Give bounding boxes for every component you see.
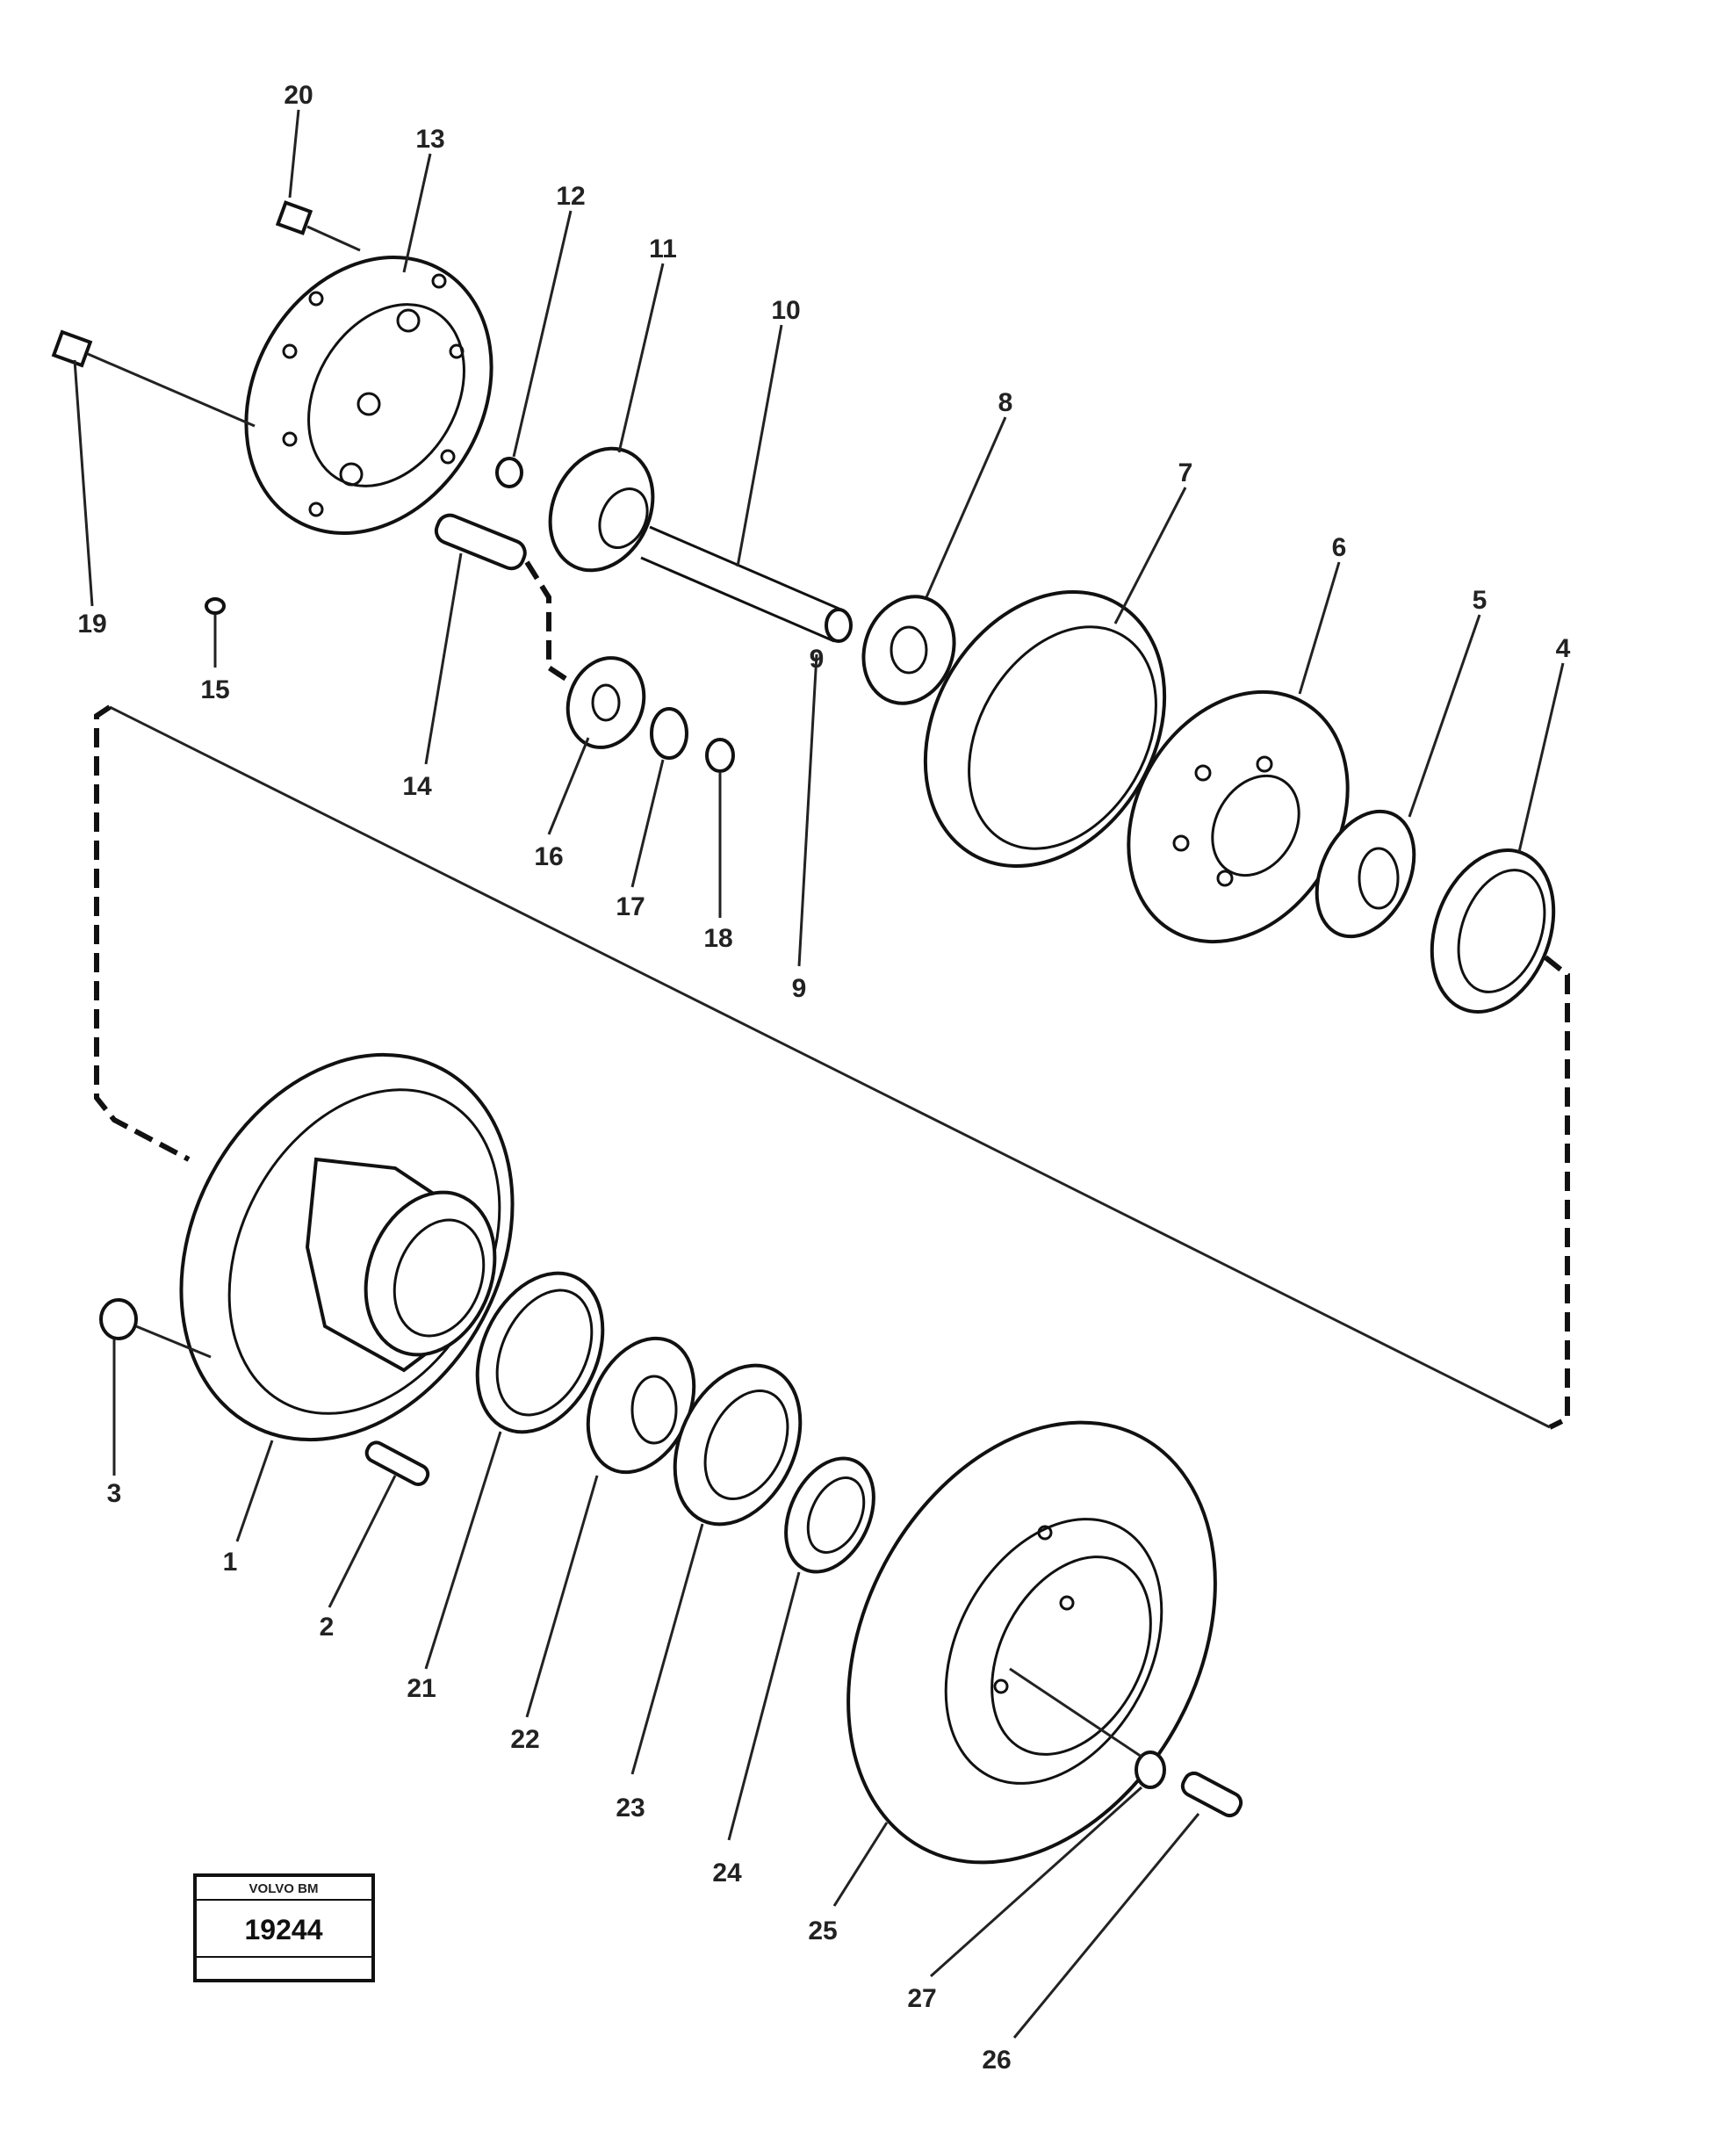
planet-carrier-cover <box>244 256 493 535</box>
label-10: 10 <box>771 296 800 325</box>
label-16: 16 <box>534 842 563 871</box>
label-9-lower: 9 <box>792 974 807 1003</box>
label-3: 3 <box>107 1479 122 1508</box>
label-22: 22 <box>510 1725 539 1754</box>
label-23: 23 <box>616 1794 645 1823</box>
plug-15 <box>205 597 226 615</box>
planet-gear-8 <box>861 595 956 705</box>
label-9-upper: 9 <box>810 645 825 674</box>
sun-gear-11 <box>548 446 655 573</box>
label-19: 19 <box>77 610 106 639</box>
label-6: 6 <box>1332 533 1347 562</box>
bolt-19 <box>51 329 256 428</box>
ring-18 <box>705 738 735 773</box>
assembly-path-right <box>1544 955 1570 1430</box>
label-27: 27 <box>907 1984 936 2013</box>
label-13: 13 <box>415 125 444 154</box>
label-2: 2 <box>320 1613 335 1642</box>
label-11: 11 <box>649 235 677 263</box>
leader-lines <box>73 109 1565 2039</box>
label-12: 12 <box>556 182 585 211</box>
label-26: 26 <box>982 2046 1011 2075</box>
assembly-path-14-16 <box>524 560 577 688</box>
label-17: 17 <box>616 892 645 921</box>
stud-2 <box>364 1440 430 1487</box>
label-20: 20 <box>284 81 313 110</box>
part-labels: 20 13 12 11 10 8 7 6 5 4 19 15 14 16 17 … <box>77 81 1570 2075</box>
label-8: 8 <box>998 388 1013 417</box>
washer-17 <box>650 707 688 760</box>
label-18: 18 <box>703 924 732 953</box>
stamp-brand: VOLVO BM <box>249 1881 319 1896</box>
label-7: 7 <box>1178 458 1193 487</box>
label-1: 1 <box>223 1548 238 1577</box>
label-5: 5 <box>1473 586 1487 615</box>
nut-3 <box>99 1298 212 1359</box>
wheel-hub-1 <box>179 1052 515 1442</box>
assembly-line-diagonal <box>109 705 1551 1429</box>
shaft-10 <box>640 525 853 643</box>
bearing-5 <box>1315 809 1416 939</box>
label-24: 24 <box>712 1859 742 1888</box>
ring-12 <box>495 457 523 488</box>
label-15: 15 <box>200 675 229 704</box>
pin-14 <box>434 513 527 571</box>
brake-disc-25 <box>846 1420 1217 1865</box>
seal-23 <box>673 1363 803 1527</box>
ring-24 <box>784 1456 875 1574</box>
drawing-number-stamp: VOLVO BM 19244 <box>193 1873 375 1982</box>
bolt-20 <box>275 200 361 252</box>
gear-16 <box>565 656 646 749</box>
washer-27 <box>1135 1750 1166 1789</box>
ring-gear-7 <box>923 590 1167 868</box>
bolt-26 <box>1009 1667 1243 1818</box>
label-14: 14 <box>402 772 432 801</box>
label-25: 25 <box>808 1916 837 1945</box>
label-4: 4 <box>1556 634 1571 663</box>
assembly-path-left <box>94 704 191 1162</box>
label-21: 21 <box>407 1674 436 1703</box>
stamp-number: 19244 <box>245 1914 323 1945</box>
bearing-race-4 <box>1430 848 1556 1014</box>
bearing-race-21 <box>475 1271 605 1434</box>
